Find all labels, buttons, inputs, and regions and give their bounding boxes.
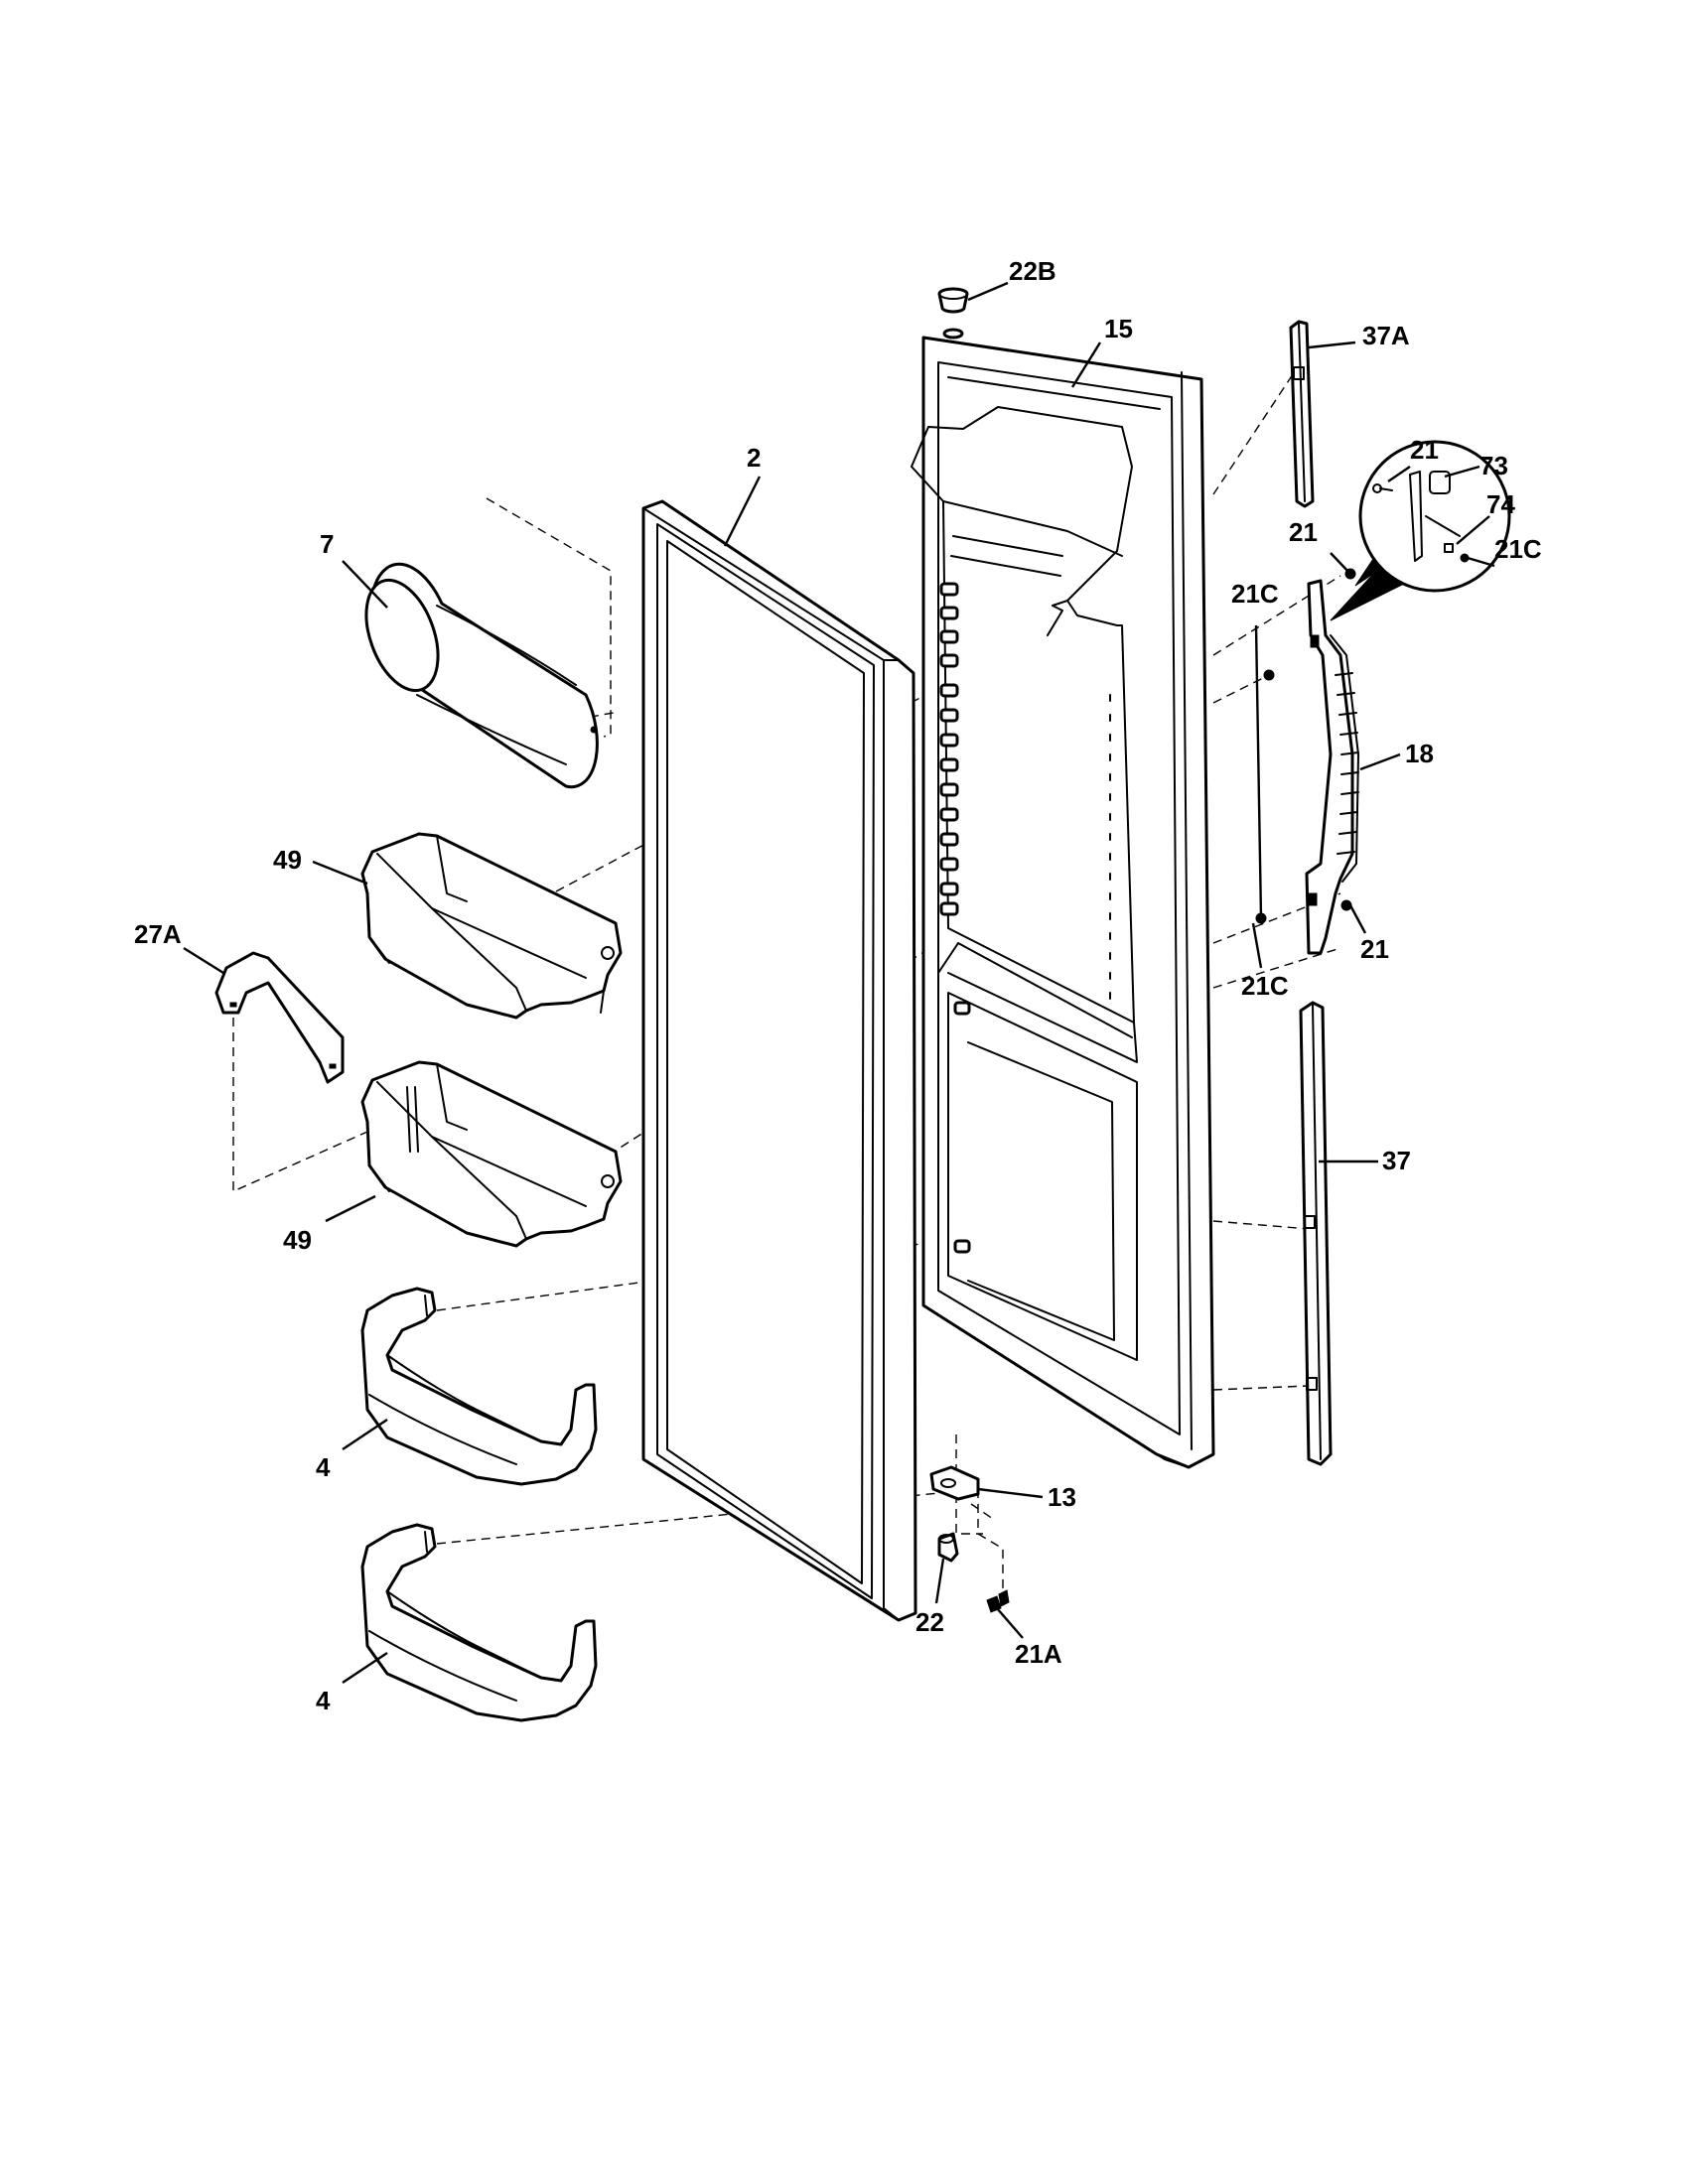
callout-4-bottom: 4 xyxy=(316,1686,331,1715)
part-4-bottom-shelf xyxy=(360,1523,598,1722)
part-15-door-liner xyxy=(911,336,1215,1469)
callout-7: 7 xyxy=(320,529,334,559)
callout-21-inset: 21 xyxy=(1410,435,1439,465)
part-22b-cap xyxy=(937,287,969,340)
part-22-bushing xyxy=(937,1532,959,1563)
callout-21a: 21A xyxy=(1015,1639,1062,1669)
part-37a-upper-trim xyxy=(1289,320,1315,508)
part-13-hinge xyxy=(929,1465,980,1501)
callout-18: 18 xyxy=(1405,739,1434,768)
part-37-lower-trim xyxy=(1299,1001,1333,1466)
callout-49-bottom: 49 xyxy=(283,1225,312,1255)
part-4-top-shelf xyxy=(360,1287,598,1486)
callout-2: 2 xyxy=(747,443,761,473)
callout-73: 73 xyxy=(1479,451,1508,480)
callout-22b: 22B xyxy=(1009,256,1056,286)
callout-13: 13 xyxy=(1048,1482,1076,1512)
callout-37: 37 xyxy=(1382,1146,1411,1175)
callout-37a: 37A xyxy=(1362,321,1410,350)
callout-27a: 27A xyxy=(134,919,182,949)
callout-21c-inset: 21C xyxy=(1494,534,1542,564)
handle-ribs xyxy=(1335,672,1359,855)
part-49-bottom-bin xyxy=(360,1060,623,1248)
liner-pegs xyxy=(939,582,1111,1254)
callout-21-top: 21 xyxy=(1289,517,1318,547)
part-18-handle xyxy=(1305,579,1359,955)
callout-74: 74 xyxy=(1486,489,1515,519)
part-27a-retainer xyxy=(214,951,345,1084)
callout-labels: 22B 15 37A 2 7 21 73 74 21C 21 21C 18 49… xyxy=(134,256,1542,1715)
part-2-gasket xyxy=(641,499,917,1622)
callout-21c-top: 21C xyxy=(1231,579,1279,609)
callout-21c-bottom: 21C xyxy=(1241,971,1289,1001)
callout-49-top: 49 xyxy=(273,845,302,875)
callout-15: 15 xyxy=(1104,314,1133,343)
part-49-top-bin xyxy=(360,832,623,1020)
callout-21-bottom: 21 xyxy=(1360,934,1389,964)
detail-inset xyxy=(1330,440,1511,621)
callout-4-top: 4 xyxy=(316,1452,331,1482)
part-7-dairy-compartment xyxy=(364,562,599,789)
leader-lines xyxy=(183,281,1495,1684)
callout-22: 22 xyxy=(915,1607,944,1637)
